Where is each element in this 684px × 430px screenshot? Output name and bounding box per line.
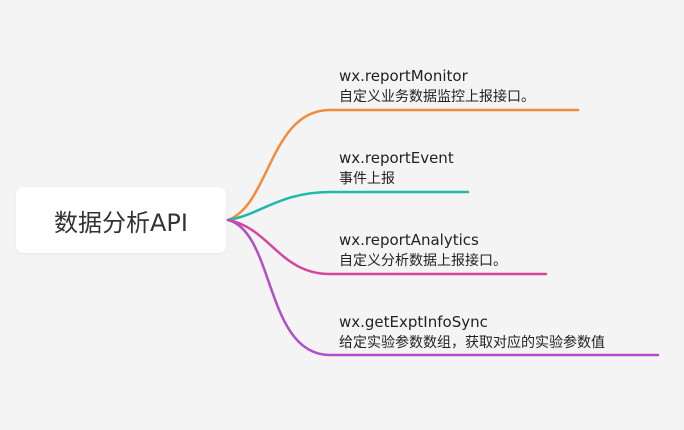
- root-topic[interactable]: 数据分析API: [16, 187, 226, 253]
- branch-line-get-expt-info: [226, 218, 660, 357]
- branch-title: wx.reportMonitor: [339, 67, 468, 85]
- branch-title: wx.getExptInfoSync: [339, 313, 488, 331]
- branch-report-event[interactable]: wx.reportEvent 事件上报: [339, 148, 454, 190]
- branch-line-report-event: [226, 190, 470, 222]
- branch-line-report-monitor: [226, 108, 580, 222]
- branch-description: 事件上报: [339, 171, 395, 187]
- branch-line-report-analytics: [226, 218, 548, 276]
- branch-get-expt-info[interactable]: wx.getExptInfoSync 给定实验参数数组，获取对应的实验参数值: [339, 312, 605, 354]
- branch-title: wx.reportEvent: [339, 149, 454, 167]
- root-topic-label: 数据分析API: [54, 208, 188, 237]
- branch-title: wx.reportAnalytics: [339, 231, 479, 249]
- branch-description: 给定实验参数数组，获取对应的实验参数值: [339, 335, 605, 351]
- branch-description: 自定义分析数据上报接口。: [339, 253, 507, 269]
- branch-report-monitor[interactable]: wx.reportMonitor 自定义业务数据监控上报接口。: [339, 66, 535, 108]
- branch-report-analytics[interactable]: wx.reportAnalytics 自定义分析数据上报接口。: [339, 230, 507, 272]
- branch-description: 自定义业务数据监控上报接口。: [339, 89, 535, 105]
